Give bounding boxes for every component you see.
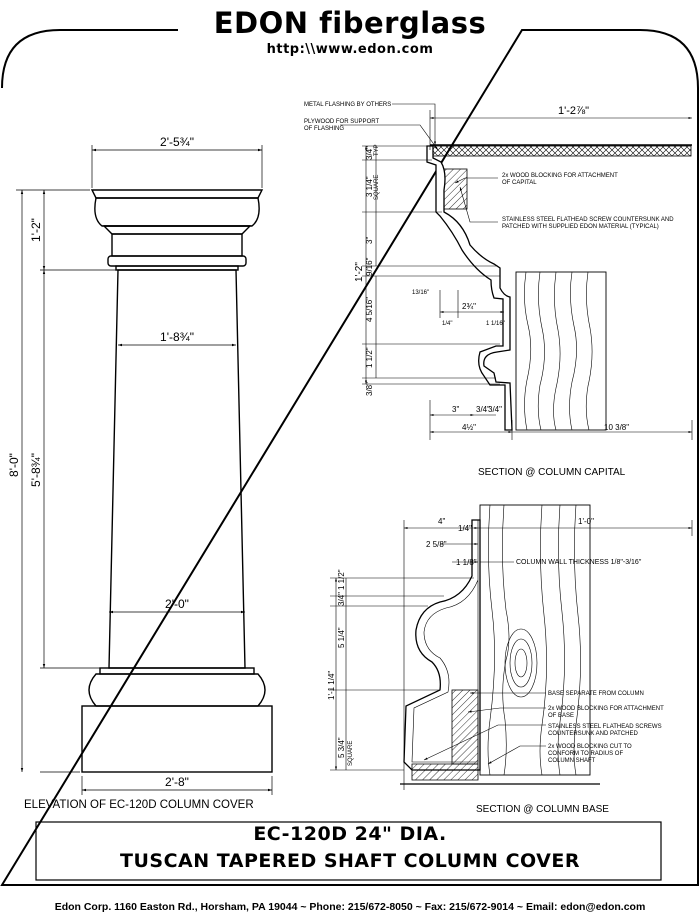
cap-dim-3-4: 3/4" bbox=[365, 146, 374, 160]
capital-section-dimensions bbox=[340, 103, 693, 440]
cap-dim-3-4-b: 3/4" bbox=[488, 405, 502, 414]
base-note-blocking-2: OF BASE bbox=[548, 713, 574, 719]
dim-base-width: 2'-8" bbox=[165, 775, 189, 789]
base-note-blocking-1: 2x WOOD BLOCKING FOR ATTACHMENT bbox=[548, 706, 664, 712]
title-block bbox=[35, 821, 662, 881]
cap-dim-2-3-4: 2¾" bbox=[462, 302, 476, 311]
cap-dim-square: SQUARE bbox=[374, 175, 380, 200]
base-note-separate: BASE SEPARATE FROM COLUMN bbox=[548, 691, 644, 697]
base-dim-1-1-2: 1 1/2" bbox=[337, 569, 346, 590]
note-metal-flashing: METAL FLASHING BY OTHERS bbox=[304, 102, 391, 108]
base-dim-1-4: 1/4" bbox=[458, 524, 472, 533]
company-url[interactable]: http:\\www.edon.com bbox=[266, 42, 434, 57]
base-dim-1-1-8: 1 1/8" bbox=[456, 558, 477, 567]
cap-dim-3-4-a: 3/4" bbox=[476, 405, 490, 414]
base-dim-1-1-1-4: 1'-1 1/4" bbox=[327, 671, 336, 700]
cap-dim-1-1-2: 1 1/2" bbox=[365, 347, 374, 368]
base-dim-4: 4" bbox=[438, 517, 445, 526]
base-note-cut-3: COLUMN SHAFT bbox=[548, 758, 596, 764]
note-capital-blocking-2: OF CAPITAL bbox=[502, 180, 537, 186]
capital-section-caption: SECTION @ COLUMN CAPITAL bbox=[478, 467, 626, 478]
cap-dim-4-1-2: 4½" bbox=[462, 423, 476, 432]
base-note-screw-2: COUNTERSUNK AND PATCHED bbox=[548, 731, 638, 737]
base-wall-note: COLUMN WALL THICKNESS 1/8"-3/16" bbox=[516, 559, 642, 566]
note-capital-blocking-1: 2x WOOD BLOCKING FOR ATTACHMENT bbox=[502, 173, 618, 179]
note-capital-screw-1: STAINLESS STEEL FLATHEAD SCREW COUNTERSU… bbox=[502, 217, 674, 223]
cap-dim-13-16: 13/16" bbox=[412, 290, 429, 296]
dim-shaft-top: 1'-8¾" bbox=[160, 330, 194, 344]
dim-capital-width: 2'-5¾" bbox=[160, 135, 194, 149]
cap-dim-1-2: 1'-2" bbox=[354, 262, 365, 282]
note-plywood-1: PLYWOOD FOR SUPPORT bbox=[304, 119, 379, 125]
base-section-caption: SECTION @ COLUMN BASE bbox=[476, 804, 609, 815]
cap-dim-3-8: 3/8" bbox=[365, 382, 374, 396]
base-note-cut-2: CONFORM TO RADIUS OF bbox=[548, 751, 623, 757]
base-dim-5-1-4: 5 1/4" bbox=[337, 627, 346, 648]
cap-dim-1-1-16: 1 1/16" bbox=[486, 321, 505, 327]
base-section-dimensions bbox=[330, 520, 693, 790]
company-title: EDON fiberglass bbox=[213, 6, 487, 40]
note-capital-screw-2: PATCHED WITH SUPPLIED EDON MATERIAL (TYP… bbox=[502, 224, 659, 230]
base-dim-5-3-4: 5 3/4" bbox=[337, 737, 346, 758]
base-dim-2-5-8: 2 5/8" bbox=[426, 540, 447, 549]
base-dim-square: SQUARE bbox=[348, 741, 354, 766]
cap-dim-10-3-8: 10 3/8" bbox=[604, 423, 629, 432]
dim-shaft-height: 5'-8¾" bbox=[29, 453, 43, 487]
footer-contact: Edon Corp. 1160 Easton Rd., Horsham, PA … bbox=[54, 901, 646, 913]
base-note-screw-1: STAINLESS STEEL FLATHEAD SCREWS bbox=[548, 724, 662, 730]
dim-total-height: 8'-0" bbox=[7, 453, 21, 477]
cap-dim-typ: TYP bbox=[374, 144, 380, 156]
dim-capital-height: 1'-2" bbox=[29, 218, 43, 242]
cap-dim-4-5-16: 4 5/16" bbox=[365, 297, 374, 322]
elevation-dimensions bbox=[16, 145, 273, 795]
cap-dim-overall: 1'-2⅞" bbox=[558, 105, 589, 117]
title-line-description: TUSCAN TAPERED SHAFT COLUMN COVER bbox=[120, 850, 580, 872]
elevation-column-drawing bbox=[81, 189, 273, 773]
cap-dim-3: 3" bbox=[365, 237, 374, 244]
base-note-cut-1: 2x WOOD BLOCKING CUT TO bbox=[548, 744, 632, 750]
cap-dim-3-1-4: 3 1/4" bbox=[365, 176, 374, 197]
title-line-model: EC-120D 24" DIA. bbox=[253, 823, 447, 845]
capital-section-drawing bbox=[426, 144, 692, 431]
sheet-border bbox=[0, 29, 699, 886]
cap-dim-9-16: 9/16" bbox=[365, 257, 374, 276]
cap-dim-3-h: 3" bbox=[452, 405, 459, 414]
note-plywood-2: OF FLASHING bbox=[304, 126, 344, 132]
cap-dim-1-4: 1/4" bbox=[442, 321, 452, 327]
dim-shaft-bottom: 2'-0" bbox=[165, 597, 189, 611]
base-section-drawing bbox=[400, 504, 600, 785]
elevation-caption: ELEVATION OF EC-120D COLUMN COVER bbox=[24, 799, 254, 811]
base-dim-1-0: 1'-0" bbox=[578, 517, 594, 526]
base-dim-3-4: 3/4" bbox=[337, 592, 346, 606]
